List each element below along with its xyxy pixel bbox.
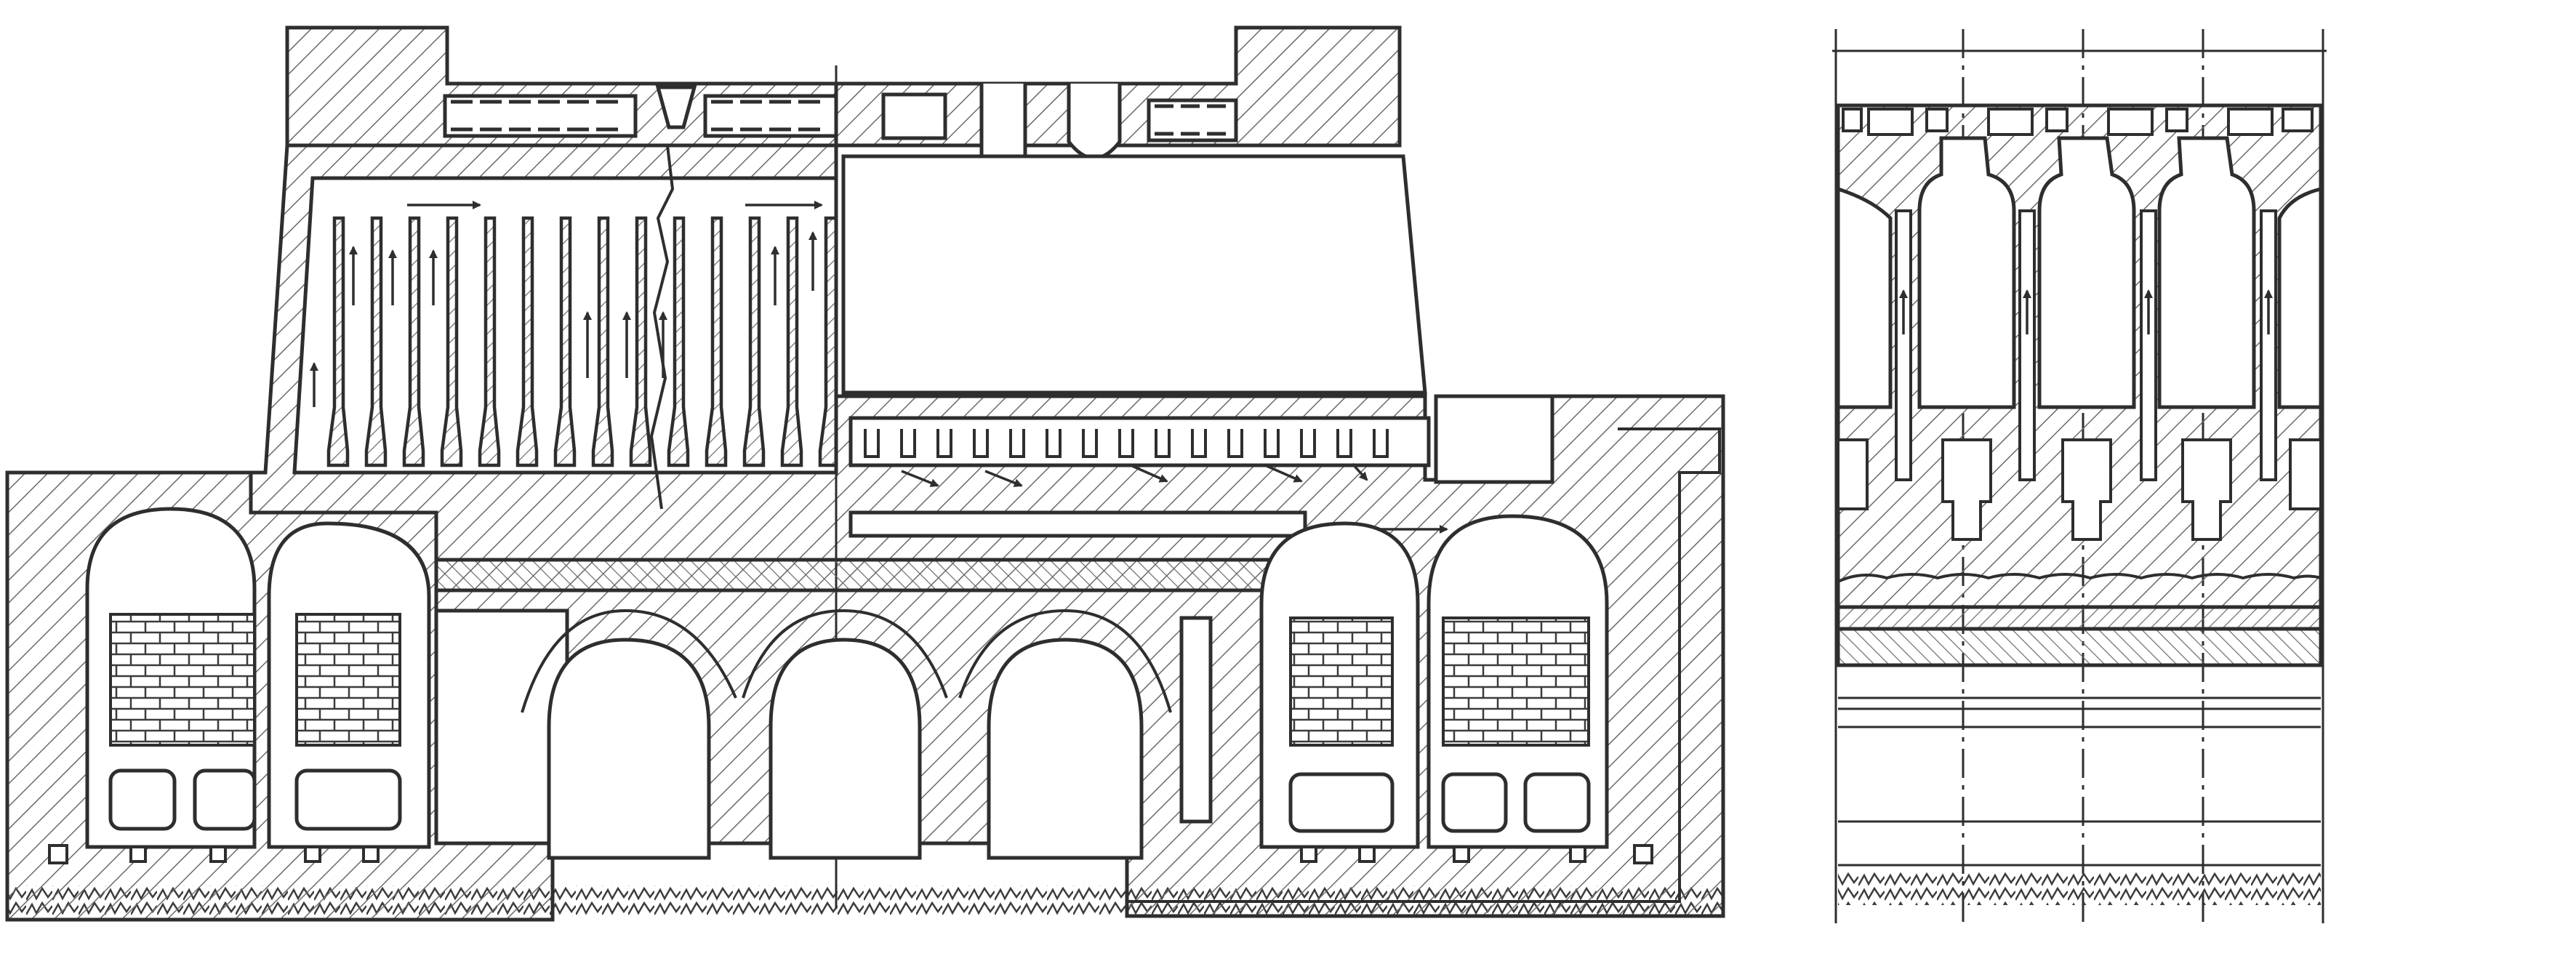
regenerator-sole-channel (193, 768, 257, 831)
checker-brick-pack (109, 613, 256, 747)
gas-duct (848, 510, 1307, 538)
wall-crack (649, 145, 675, 510)
checker-brick-pack (1442, 616, 1590, 747)
flue-wall (402, 216, 425, 467)
charging-hole (881, 92, 947, 140)
sole-arches-row (1837, 573, 2322, 583)
arch-ring (958, 608, 1172, 713)
right-regenerators (1259, 514, 1609, 849)
heating-walls-cross (1895, 209, 2277, 481)
flue-wall (667, 216, 690, 467)
oven-chambers-cross (1836, 136, 2323, 409)
regenerator-sole-channel (108, 768, 177, 831)
flue-wall (629, 216, 652, 467)
flue-wall (780, 216, 803, 467)
oven-chamber (1836, 186, 1893, 409)
arch-opening (769, 638, 922, 860)
oven-chamber (2157, 136, 2256, 409)
oven-chamber (2277, 186, 2323, 409)
oven-chamber (1917, 136, 2016, 409)
checker-brick-pack (295, 613, 401, 747)
service-tunnel (1179, 616, 1213, 824)
flue-wall (515, 216, 539, 467)
slab-band (1836, 627, 2323, 667)
sole-flue-row (434, 558, 1275, 593)
small-openings (48, 844, 1653, 864)
flue-wall (742, 216, 766, 467)
top-charging-blocks (1842, 108, 2314, 136)
oven-chamber (841, 154, 1427, 395)
burner-nozzles-cross (1837, 438, 2322, 541)
inspection-plug (1067, 84, 1122, 160)
flow-arrows-diagonal (901, 462, 1368, 487)
flue-wall (364, 216, 388, 467)
slab-band (1836, 605, 2323, 631)
heating-flues (326, 216, 838, 467)
foundation-lines (1838, 696, 2321, 867)
arch-opening (987, 638, 1144, 860)
regenerator-sole-channel (1288, 772, 1395, 833)
flue-wall (591, 216, 614, 467)
riser-opening (1434, 394, 1554, 484)
flow-arrows-horizontal (407, 201, 1448, 534)
regenerator-sole-channel (1441, 772, 1508, 833)
flow-arrows-cross (1899, 289, 2273, 334)
checker-brick-pack (1289, 616, 1394, 747)
longitudinal-section (5, 25, 1725, 922)
left-regenerators (85, 507, 431, 849)
regenerator-sole-channel (294, 768, 402, 831)
regenerator-sole-channel (1523, 772, 1591, 833)
charging-hole-row (443, 84, 1238, 169)
ground-foundation-strip (1838, 872, 2321, 905)
inspection-plug (655, 85, 697, 129)
cross-section (1832, 29, 2327, 923)
flue-wall (440, 216, 463, 467)
waste-gas-flue (1126, 427, 1721, 916)
arch-opening (547, 638, 711, 860)
arch-ring (742, 608, 948, 699)
central-arches (521, 608, 1172, 860)
arch-ring (521, 608, 737, 713)
flue-wall (478, 216, 501, 467)
flue-wall (818, 216, 838, 467)
flue-nozzles (864, 429, 1389, 458)
horizontal-flue (848, 416, 1431, 467)
flue-wall (553, 216, 577, 467)
flue-wall (705, 216, 728, 467)
oven-chamber (2037, 136, 2136, 409)
flue-wall (326, 216, 350, 467)
